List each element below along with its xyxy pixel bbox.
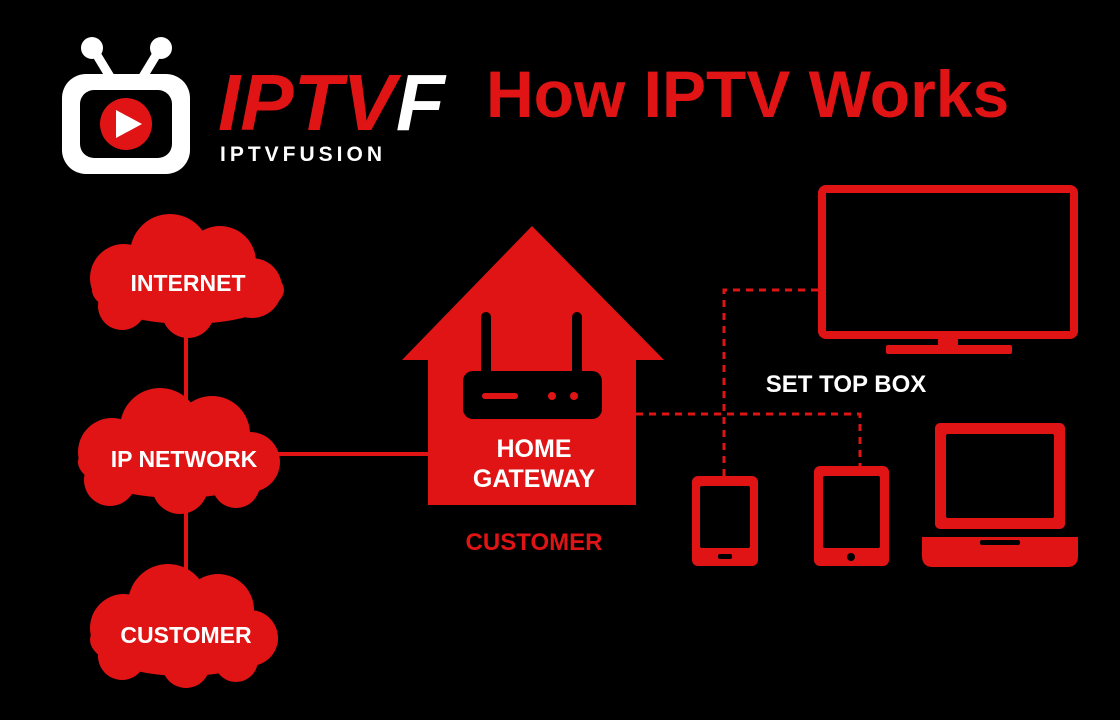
brand-logo: IPTVF IPTVFUSION xyxy=(62,37,447,174)
router-icon xyxy=(463,312,602,419)
tv-play-icon xyxy=(62,37,190,174)
house-shape xyxy=(402,226,664,505)
brand-name-white: F xyxy=(396,58,447,147)
page-title: How IPTV Works xyxy=(486,57,1009,131)
laptop-icon xyxy=(922,423,1078,567)
cloud-ip-network: IP NETWORK xyxy=(78,388,280,514)
cloud-internet-label: INTERNET xyxy=(131,270,246,296)
cloud-ip-network-label: IP NETWORK xyxy=(111,446,258,472)
cloud-customer: CUSTOMER xyxy=(90,564,278,688)
home-gateway: HOME GATEWAY xyxy=(402,226,664,505)
cloud-internet: INTERNET xyxy=(90,214,284,338)
tv-icon xyxy=(818,185,1078,354)
set-top-box-label: SET TOP BOX xyxy=(766,371,927,398)
tablet-to-tv-link xyxy=(722,288,818,476)
brand-subtitle: IPTVFUSION xyxy=(220,143,386,166)
brand-name: IPTVF xyxy=(218,58,447,147)
tablet-icon xyxy=(692,476,758,566)
tablet-icon xyxy=(814,466,889,566)
brand-name-red: IPTV xyxy=(218,58,401,147)
dashed-device-links xyxy=(636,288,862,476)
gateway-to-tablet-link xyxy=(636,412,862,466)
gateway-line2: GATEWAY xyxy=(473,465,596,493)
gateway-caption: CUSTOMER xyxy=(466,529,603,556)
gateway-line1: HOME xyxy=(497,435,572,463)
cloud-customer-label: CUSTOMER xyxy=(120,622,252,648)
